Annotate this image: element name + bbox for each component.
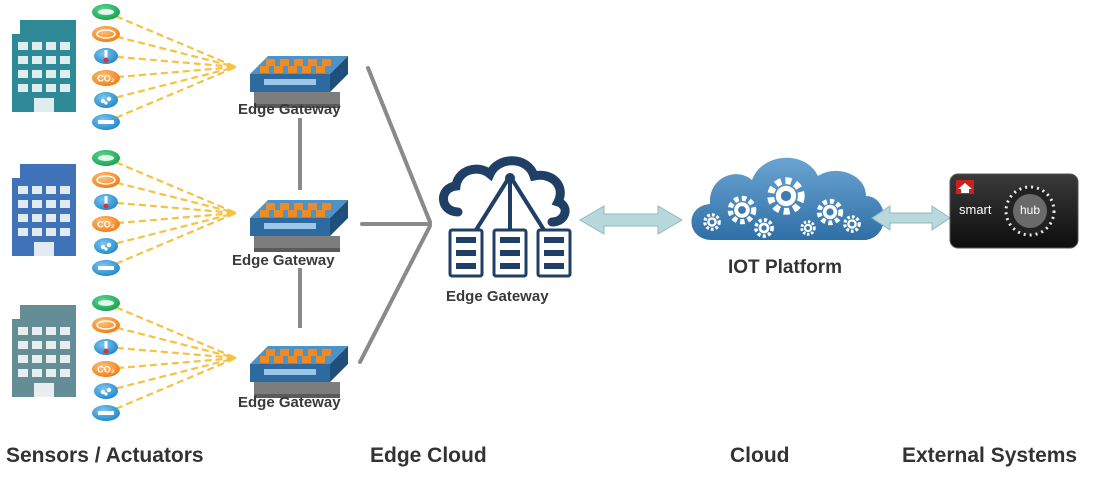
central-edge-gateway-icon xyxy=(439,156,572,278)
double-arrow-platform-external xyxy=(871,205,951,231)
building-icon xyxy=(12,164,76,256)
edge-gateway-2-label: Edge Gateway xyxy=(232,252,335,269)
edge-gateway-2-device xyxy=(250,200,348,252)
column-edge-cloud: Edge Cloud xyxy=(370,444,487,467)
home-icon xyxy=(956,180,974,194)
double-arrow-edge-platform xyxy=(579,205,683,235)
edge-gateway-3-device xyxy=(250,346,348,398)
edge-cloud-links xyxy=(358,66,432,364)
column-cloud: Cloud xyxy=(730,444,790,467)
edge-gateway-3-label: Edge Gateway xyxy=(238,394,341,411)
column-external-systems: External Systems xyxy=(902,444,1078,467)
hub-brand-label: smart xyxy=(959,202,992,217)
central-edge-gateway-label: Edge Gateway xyxy=(446,288,549,305)
iot-platform-cloud-icon xyxy=(691,157,885,240)
column-sensors-actuators: Sensors / Actuators xyxy=(6,444,204,467)
hub-dial-icon xyxy=(1004,185,1056,237)
hub-brand2-label: hub xyxy=(1020,203,1041,217)
building-icon xyxy=(12,305,76,397)
iot-platform-label: IOT Platform xyxy=(728,257,843,278)
edge-gateway-1-label: Edge Gateway xyxy=(238,101,341,118)
building-icon xyxy=(12,20,76,112)
smart-hub-device xyxy=(949,173,1079,249)
